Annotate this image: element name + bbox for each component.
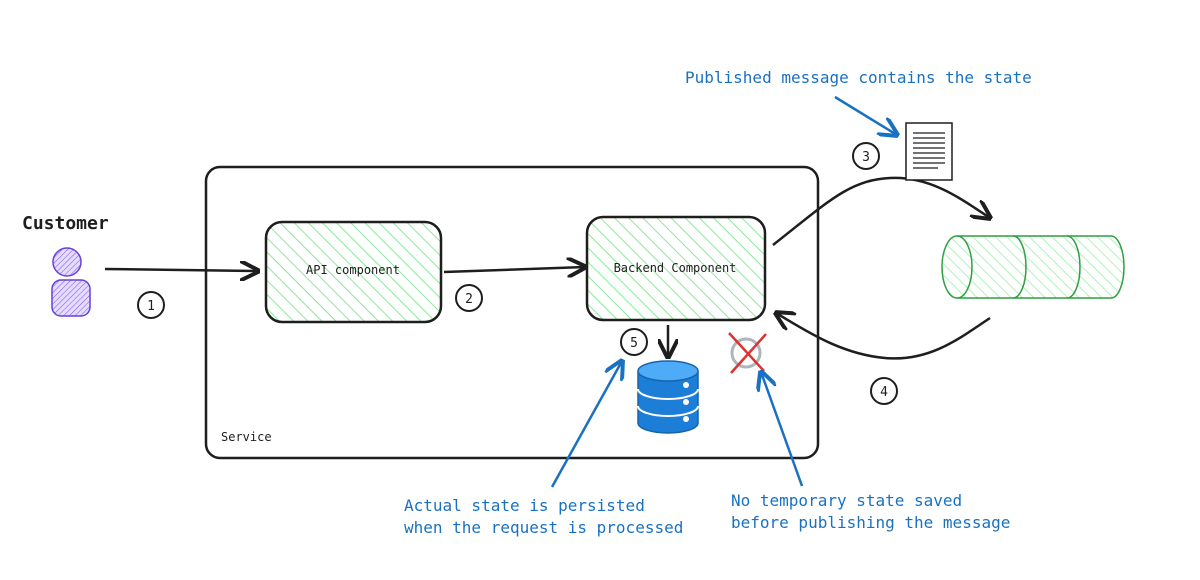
api-component: API component (264, 220, 443, 324)
step-3-label: 3 (862, 150, 870, 165)
api-to-backend-arrow (443, 267, 585, 272)
persisted-text-line2: when the request is processed (404, 518, 683, 537)
step-2-label: 2 (465, 292, 473, 307)
message-queue-icon (941, 235, 1125, 299)
step-1-marker: 1 (137, 291, 165, 319)
persisted-arrow (550, 361, 622, 488)
consume-arrow (776, 313, 991, 360)
customer: Customer (22, 213, 109, 317)
customer-to-api-arrow (104, 269, 258, 271)
backend-component-label: Backend Component (614, 261, 737, 275)
service-container: Service (204, 165, 820, 460)
no-temp-state-annotation: No temporary state saved before publishi… (731, 372, 1010, 532)
api-component-label: API component (306, 263, 400, 277)
step-4-label: 4 (880, 385, 888, 400)
published-message-text: Published message contains the state (685, 68, 1032, 87)
step-4-marker: 4 (870, 377, 898, 405)
no-temp-state-text-line2: before publishing the message (731, 513, 1010, 532)
step-1-label: 1 (147, 299, 155, 314)
step-5-label: 5 (630, 336, 638, 351)
step-5-marker: 5 (620, 328, 648, 356)
step-2-marker: 2 (455, 284, 483, 312)
database-icon (637, 360, 699, 434)
customer-label: Customer (22, 213, 109, 234)
published-message-annotation: Published message contains the state (685, 68, 1032, 135)
no-temp-state-text-line1: No temporary state saved (731, 491, 962, 510)
backend-component: Backend Component (585, 215, 767, 322)
person-icon (51, 247, 91, 317)
persisted-text-line1: Actual state is persisted (404, 496, 645, 515)
no-temp-state-arrow (761, 372, 804, 487)
published-message-arrow (834, 95, 897, 135)
publish-arrow (772, 176, 990, 246)
persisted-annotation: Actual state is persisted when the reque… (404, 361, 683, 537)
prohibited-icon (728, 332, 767, 374)
document-icon (905, 122, 953, 181)
service-label: Service (221, 430, 272, 444)
step-3-marker: 3 (852, 142, 880, 170)
